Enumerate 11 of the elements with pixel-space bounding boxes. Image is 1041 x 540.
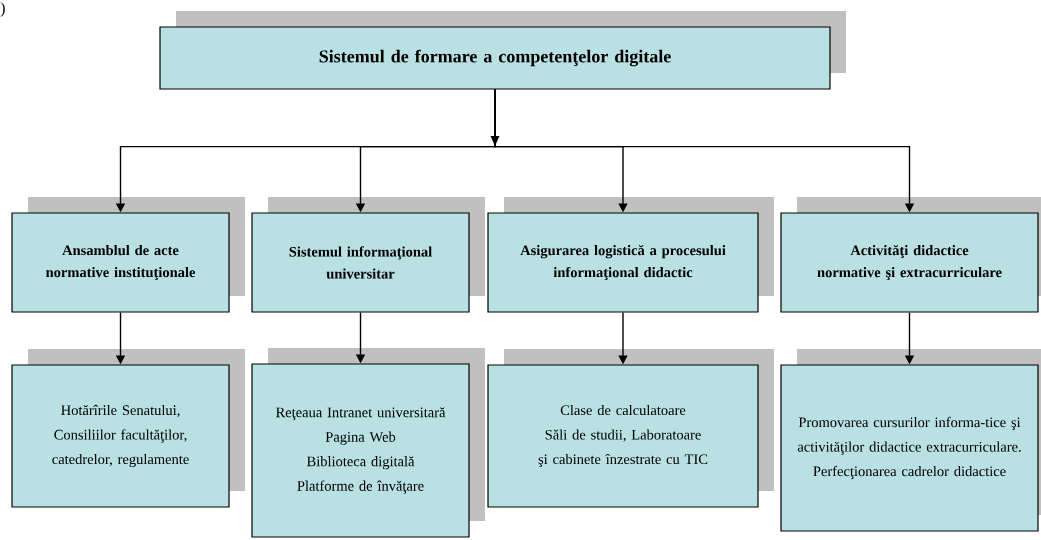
title-box: Sistemul de formare a competenţelor digitale <box>159 26 831 90</box>
detail-box: Reţeaua Intranet universitară Pagina Web Biblioteca digitală Platforme de învăţare <box>251 363 470 538</box>
arrowhead <box>490 136 500 146</box>
category-box: Ansamblul de acte normative instituţionale <box>11 212 230 313</box>
category-box: Activităţi didactice normative şi extracurriculare <box>780 212 1039 313</box>
detail-box: Promovarea cursurilor informa-tice şi activităţilor didactice extracurriculare. Perfecţionarea cadrelor didactice <box>780 364 1039 532</box>
detail-box: Clase de calculatoare Săli de studii, Laboratoare şi cabinete înzestrate cu TIC <box>487 364 759 508</box>
panel-label: ) <box>0 2 5 17</box>
category-box: Asigurarea logistică a procesului informaţional didactic <box>487 212 759 313</box>
detail-box: Hotărîrile Senatului, Consiliilor facultăţilor, catedrelor, regulamente <box>11 364 230 508</box>
category-box: Sistemul informaţional universitar <box>251 212 470 313</box>
